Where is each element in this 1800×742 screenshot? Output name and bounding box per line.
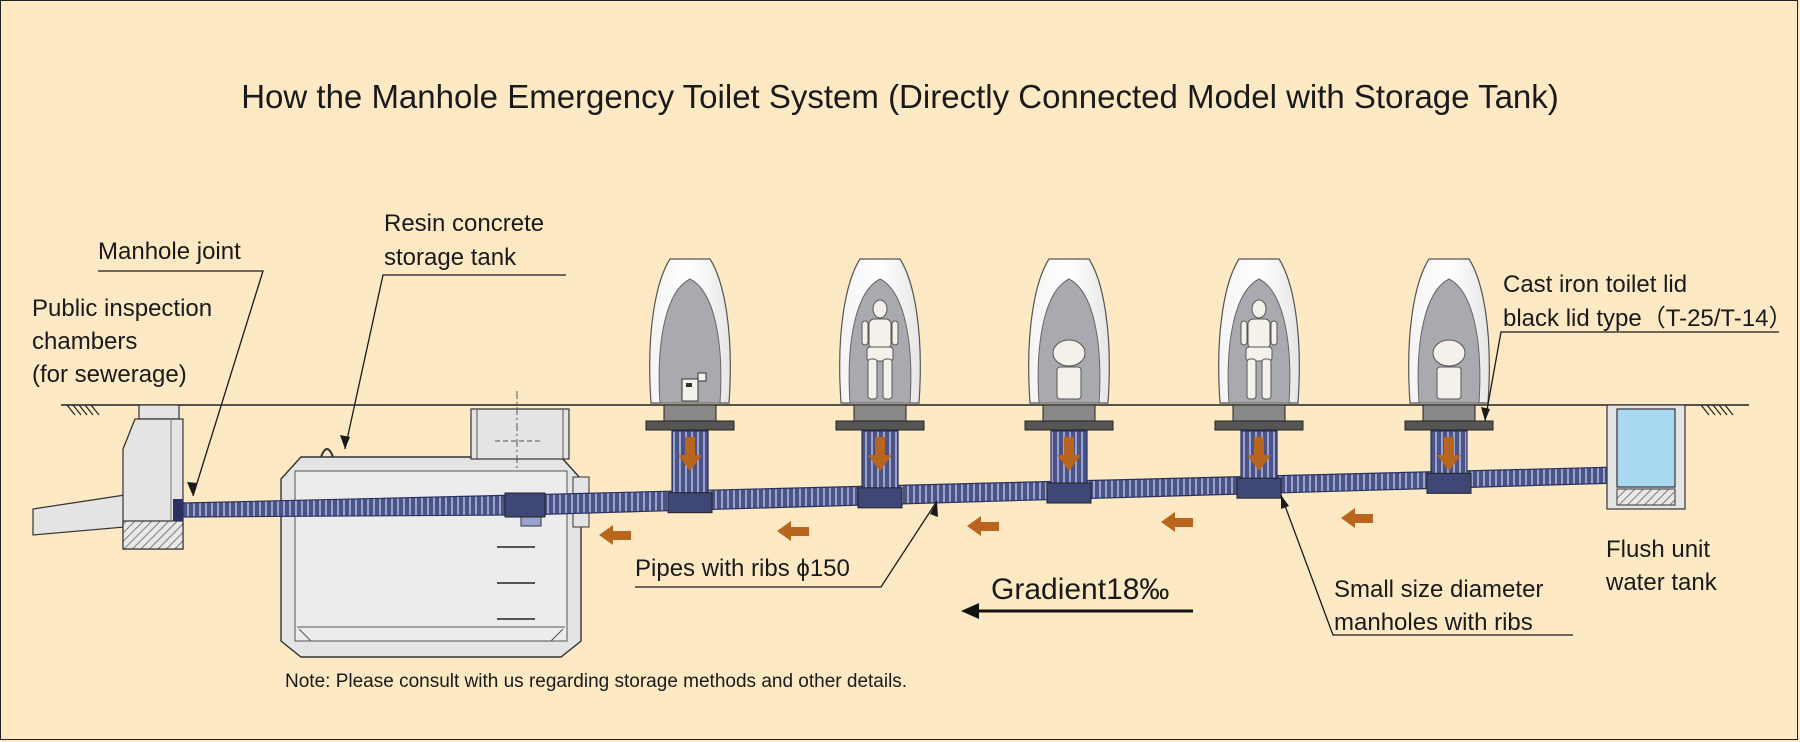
- toilet-seat-icon: [1432, 339, 1466, 400]
- flush-unit-water-tank: [1606, 404, 1686, 510]
- manhole-junction: [1236, 477, 1282, 499]
- resin-concrete-storage-tank: [280, 391, 590, 658]
- lid-label-line2: black lid type（T-25/T-14）: [1503, 305, 1792, 332]
- small-manhole-label-line1: Small size diameter: [1334, 576, 1543, 603]
- mannequin-icon: [861, 299, 899, 400]
- flow-arrow: [1341, 508, 1373, 528]
- pipes-label: Pipes with ribs ϕ150: [635, 555, 850, 582]
- lid-frame: [663, 404, 717, 422]
- toilet-station: [835, 258, 925, 509]
- toilet-stations: [645, 258, 1494, 514]
- public-inspection-chamber: [122, 404, 184, 550]
- lid-label-line1: Cast iron toilet lid: [1503, 271, 1687, 298]
- ground-hatch-right: [1700, 404, 1734, 416]
- lid-frame: [1232, 404, 1286, 422]
- down-flow-arrow: [868, 437, 892, 471]
- leader-lines: [98, 270, 1779, 636]
- down-flow-arrow: [1437, 437, 1461, 471]
- flow-arrow: [1161, 512, 1193, 532]
- control-box-icon: [681, 372, 707, 402]
- small-manhole-label-line2: manholes with ribs: [1334, 609, 1533, 636]
- sewer-outlet-pipe: [32, 494, 126, 536]
- cast-iron-lid-icon: [1214, 420, 1304, 431]
- down-flow-arrow: [678, 437, 702, 471]
- toilet-station: [645, 258, 735, 514]
- toilet-station: [1214, 258, 1304, 499]
- flush-label-line2: water tank: [1605, 569, 1718, 596]
- inspection-label-line1: Public inspection: [32, 295, 212, 322]
- gradient-arrow-head: [961, 603, 979, 619]
- down-flow-arrow: [1247, 437, 1271, 471]
- tank-inlet-fitting: [504, 492, 546, 518]
- ground-hatch-left: [66, 404, 100, 416]
- inspection-label-line3: (for sewerage): [32, 361, 187, 388]
- manhole-joint-leader: [98, 270, 264, 497]
- manhole-junction: [857, 487, 903, 509]
- cast-iron-lid-icon: [1404, 420, 1494, 431]
- storage-tank-label-line1: Resin concrete: [384, 210, 544, 237]
- manhole-joint-label: Manhole joint: [98, 238, 241, 265]
- cast-iron-lid-icon: [1024, 420, 1114, 431]
- manhole-junction: [1046, 482, 1092, 504]
- mannequin-icon: [1240, 299, 1278, 400]
- pipes-leader: [635, 500, 938, 588]
- flow-arrow: [967, 516, 999, 536]
- small-manhole-leader: [1280, 494, 1573, 636]
- toilet-station: [1404, 258, 1494, 494]
- manhole-junction: [1426, 472, 1472, 494]
- lid-frame: [1042, 404, 1096, 422]
- manhole-joint-fitting: [173, 499, 183, 521]
- flush-label-line1: Flush unit: [1606, 536, 1710, 563]
- toilet-station: [1024, 258, 1114, 504]
- lid-leader: [1484, 331, 1779, 422]
- flow-arrows: [599, 508, 1373, 545]
- cast-iron-lid-icon: [645, 420, 735, 431]
- cast-iron-lid-icon: [835, 420, 925, 431]
- leader-arrowheads: [187, 407, 1490, 517]
- inspection-label-line2: chambers: [32, 328, 137, 355]
- gradient-label: Gradient18‰: [991, 573, 1169, 606]
- footnote: Note: Please consult with us regarding s…: [285, 671, 907, 692]
- flow-arrow: [777, 521, 809, 541]
- storage-tank-label-line2: storage tank: [384, 244, 517, 271]
- lid-frame: [1422, 404, 1476, 422]
- lid-frame: [853, 404, 907, 422]
- diagram-title: How the Manhole Emergency Toilet System …: [241, 78, 1559, 115]
- down-flow-arrow: [1057, 437, 1081, 471]
- flow-arrow: [599, 525, 631, 545]
- storage-tank-leader: [344, 274, 566, 450]
- manhole-junction: [667, 492, 713, 514]
- tent-interior: [658, 278, 722, 404]
- toilet-seat-icon: [1052, 339, 1086, 400]
